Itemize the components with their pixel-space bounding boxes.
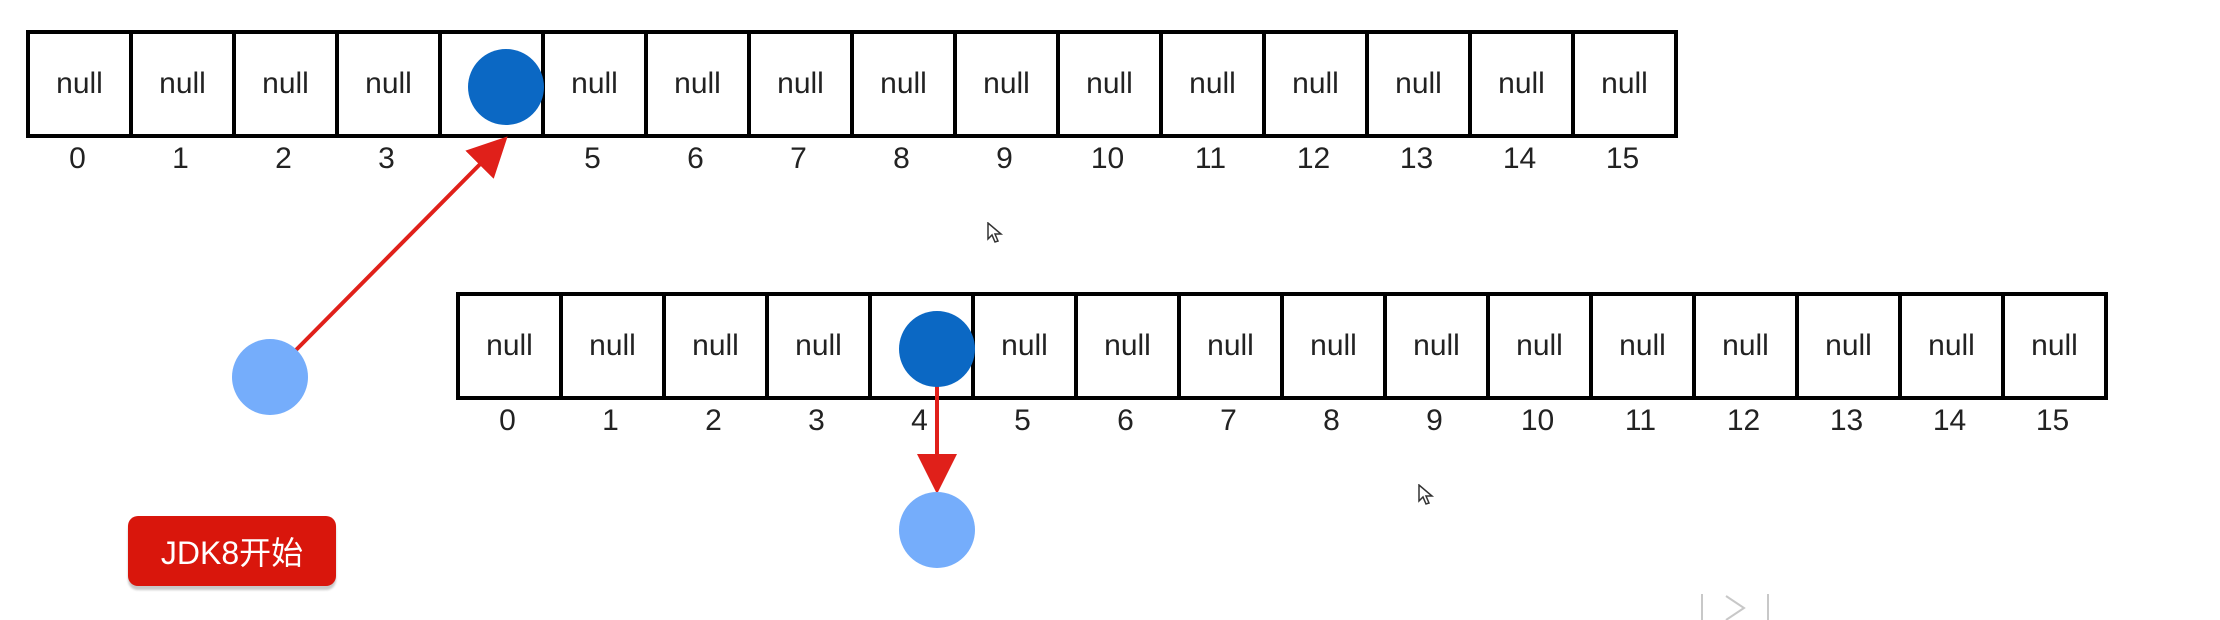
array-index-label: 14 xyxy=(1932,404,1967,437)
existing-node-top xyxy=(468,49,544,125)
array-cell: null xyxy=(1159,30,1266,138)
insert-arrow-top xyxy=(294,136,508,352)
array-cell: null xyxy=(644,30,751,138)
array-cell: null xyxy=(850,30,957,138)
array-cell: null xyxy=(1365,30,1472,138)
array-index-label: 10 xyxy=(1520,404,1555,437)
array-index-label: 5 xyxy=(584,142,601,175)
array-index-label: 6 xyxy=(1117,404,1134,437)
array-index-label: 7 xyxy=(790,142,807,175)
array-cell: null xyxy=(335,30,442,138)
array-cell: null xyxy=(662,292,769,400)
array-index-label: 4 xyxy=(911,404,928,437)
play-icon[interactable] xyxy=(1698,590,1772,620)
array-index-label: 12 xyxy=(1296,142,1331,175)
array-cell: null xyxy=(1571,30,1678,138)
jdk8-label-badge: JDK8开始 xyxy=(128,516,336,586)
array-index-label: 8 xyxy=(893,142,910,175)
new-node-left xyxy=(232,339,308,415)
array-cell: null xyxy=(1262,30,1369,138)
array-cell: null xyxy=(2001,292,2108,400)
array-index-label: 9 xyxy=(996,142,1013,175)
array-index-label: 9 xyxy=(1426,404,1443,437)
array-cell: null xyxy=(1589,292,1696,400)
array-index-label: 5 xyxy=(1014,404,1031,437)
array-index-label: 0 xyxy=(69,142,86,175)
array-index-label: 14 xyxy=(1502,142,1537,175)
array-cell: null xyxy=(1074,292,1181,400)
array-index-label: 3 xyxy=(378,142,395,175)
array-cell: null xyxy=(1692,292,1799,400)
array-index-label: 10 xyxy=(1090,142,1125,175)
array-index-label: 1 xyxy=(172,142,189,175)
jdk8-label-text: JDK8开始 xyxy=(160,535,304,571)
array-index-label: 8 xyxy=(1323,404,1340,437)
array-cell: null xyxy=(765,292,872,400)
array-cell: null xyxy=(1056,30,1163,138)
array-index-label: 12 xyxy=(1726,404,1761,437)
array-cell: null xyxy=(26,30,133,138)
array-index-label: 15 xyxy=(2035,404,2070,437)
array-index-label: 11 xyxy=(1194,142,1227,175)
array-index-label: 13 xyxy=(1829,404,1864,437)
array-index-label: 11 xyxy=(1624,404,1657,437)
array-cell: null xyxy=(953,30,1060,138)
array-cell: null xyxy=(1486,292,1593,400)
array-index-label: 0 xyxy=(499,404,516,437)
array-index-label: 3 xyxy=(808,404,825,437)
array-index-label: 1 xyxy=(602,404,619,437)
array-cell: null xyxy=(1177,292,1284,400)
array-index-label: 2 xyxy=(705,404,722,437)
array-cell: null xyxy=(1795,292,1902,400)
existing-node-bottom xyxy=(899,311,975,387)
mouse-cursor-icon xyxy=(987,222,1004,243)
mouse-cursor-icon xyxy=(1418,484,1435,505)
array-index-label: 13 xyxy=(1399,142,1434,175)
array-index-label: 2 xyxy=(275,142,292,175)
array-index-label: 6 xyxy=(687,142,704,175)
array-cell: null xyxy=(971,292,1078,400)
array-cell: null xyxy=(129,30,236,138)
array-index-label: 15 xyxy=(1605,142,1640,175)
new-node-chained xyxy=(899,492,975,568)
array-index-label: 7 xyxy=(1220,404,1237,437)
